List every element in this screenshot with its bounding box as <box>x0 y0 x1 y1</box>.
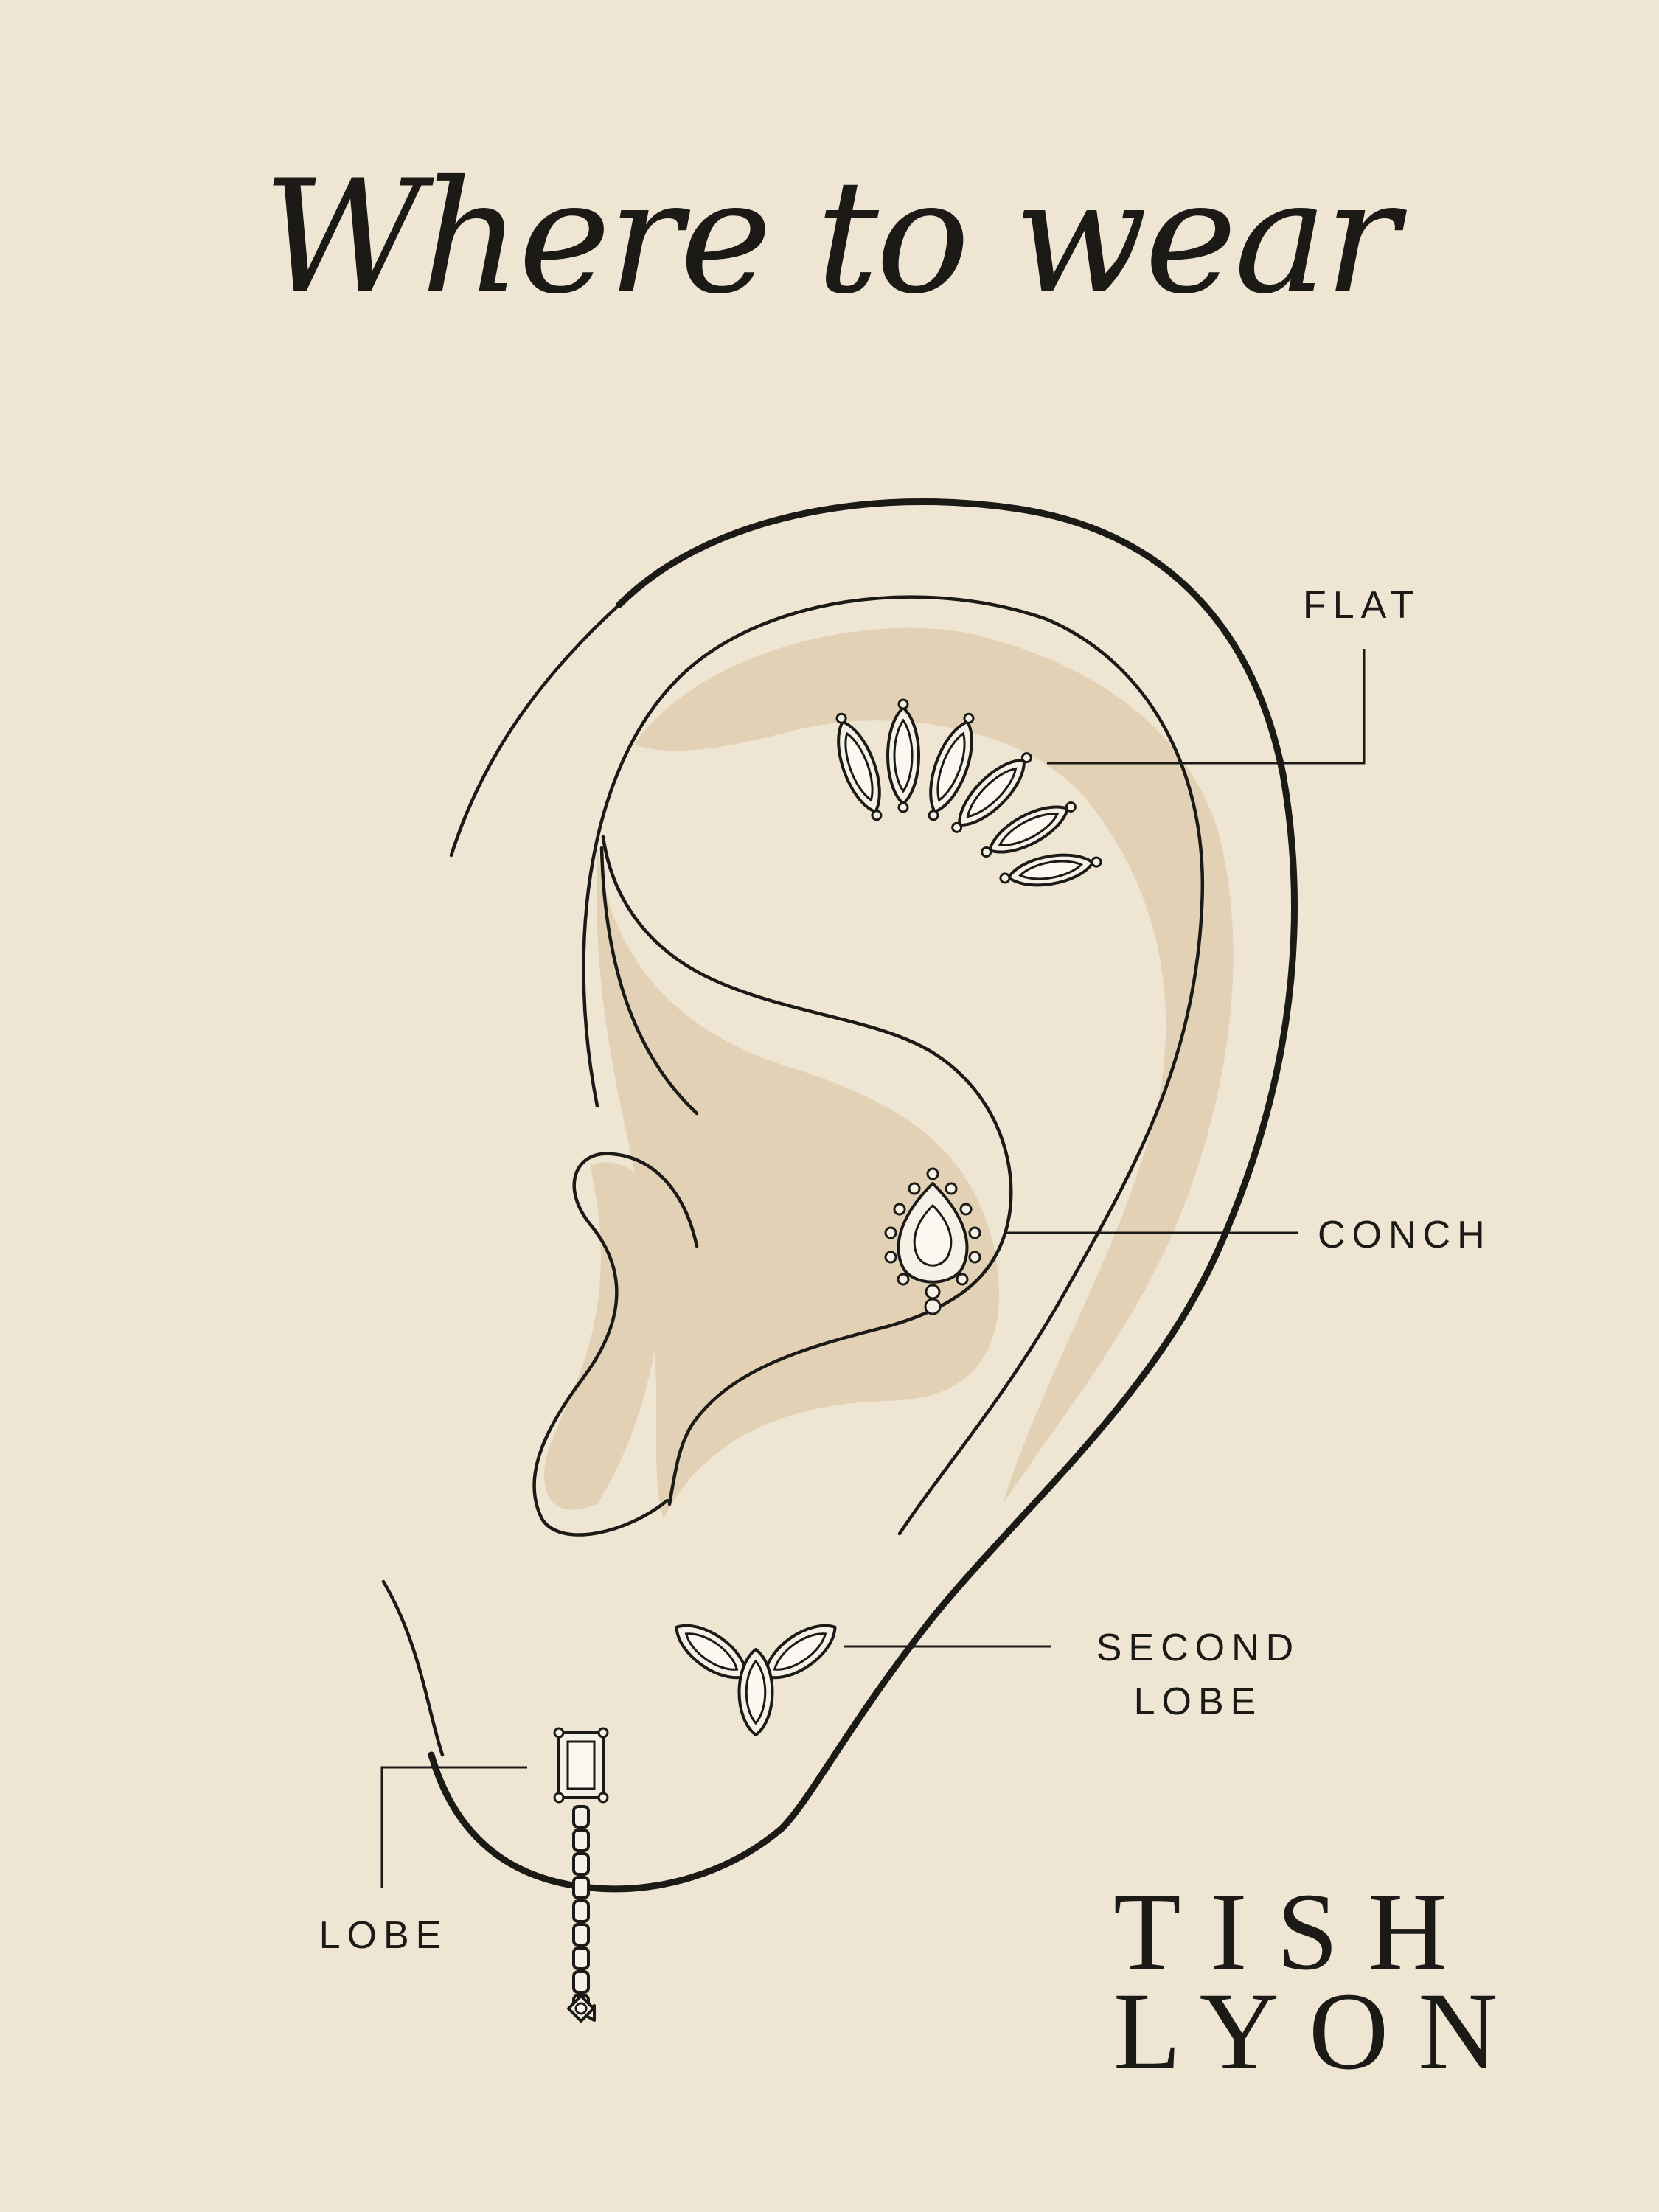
second-lobe-label-line2: LOBE <box>1134 1680 1263 1723</box>
tragus-shading <box>544 1162 665 1510</box>
ear-shading <box>544 627 1234 1519</box>
ear-outline <box>381 498 1298 1893</box>
three-marquise-stud-icon <box>675 1624 837 1736</box>
leader-lines <box>380 649 1366 1888</box>
brand-logo: TISH LYON <box>1113 1871 1528 2093</box>
lobe-leader <box>380 1766 527 1888</box>
crus-line <box>599 846 699 1116</box>
lobe-label: LOBE <box>319 1914 448 1957</box>
scapha-shading <box>634 627 1234 1504</box>
baguette-chain-drop-icon <box>553 1727 609 2023</box>
brand-line-2: LYON <box>1113 1970 1528 2093</box>
flat-label: FLAT <box>1303 584 1420 627</box>
second-lobe-label-line1: SECOND <box>1096 1627 1300 1669</box>
antihelix-outer-line <box>582 595 1205 1536</box>
tragus-outline <box>532 1152 699 1537</box>
helix-outer-rim <box>428 498 1298 1893</box>
antihelix-inner-line <box>601 835 1013 1506</box>
concha-shading <box>596 848 999 1519</box>
pear-halo-stud-icon <box>884 1167 981 1315</box>
marquise-cluster-icon <box>835 698 1102 887</box>
brand-line-1: TISH <box>1113 1871 1477 1993</box>
lobe-inner-curve <box>381 1579 445 1757</box>
conch-label: CONCH <box>1318 1214 1492 1256</box>
outer-back-line <box>449 602 622 858</box>
page-title: Where to wear <box>263 146 1408 328</box>
flat-leader <box>1047 649 1366 765</box>
